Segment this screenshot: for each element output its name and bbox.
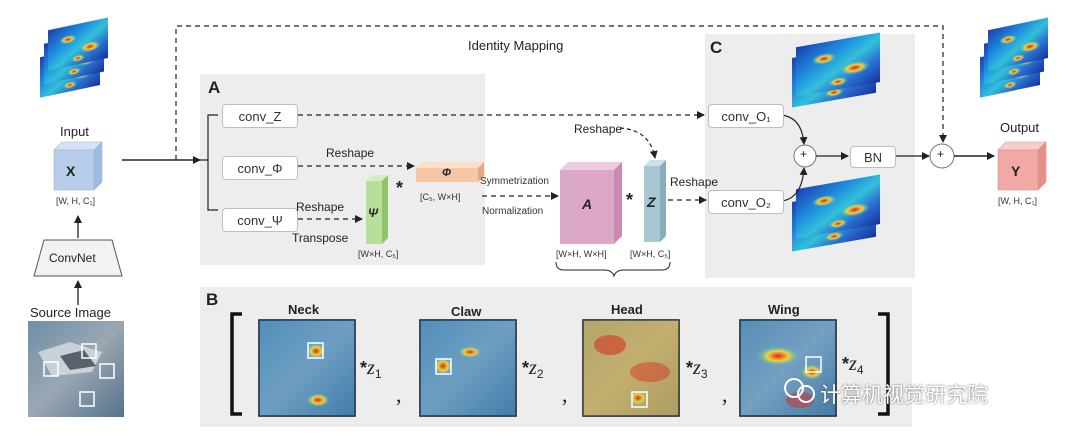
part-weight-3: *z3	[686, 357, 708, 382]
phi-block	[416, 162, 484, 182]
reshape-label-phi: Reshape	[326, 146, 375, 160]
arrow-o2-sum	[781, 167, 808, 202]
phi-dims: [C₅, W×H]	[420, 192, 461, 202]
convnet-block	[33, 239, 123, 277]
separator-2: ,	[562, 382, 568, 407]
affinity-dims: [W×H, W×H]	[556, 249, 607, 259]
multiply-symbol-1: *	[396, 178, 404, 198]
transpose-label: Transpose	[292, 231, 349, 245]
separator-1: ,	[396, 382, 402, 407]
input-tensor-symbol: X	[66, 163, 76, 179]
psi-dims: [W×H, C₅]	[358, 249, 399, 259]
left-bracket	[230, 312, 242, 416]
right-bracket	[878, 312, 890, 416]
part-name-neck: Neck	[288, 302, 320, 317]
source-image-label: Source Image	[30, 305, 111, 320]
part-name-claw: Claw	[451, 304, 482, 319]
output-dims: [W, H, C₁]	[998, 196, 1038, 206]
part-weight-2: *z2	[522, 357, 544, 382]
output-feature-maps	[980, 17, 1048, 98]
psi-symbol: Ψ	[368, 206, 378, 220]
reshape-label-z: Reshape	[574, 122, 623, 136]
part-image-wing	[739, 319, 837, 417]
output-label: Output	[1000, 120, 1040, 135]
identity-mapping-line	[175, 25, 947, 160]
separator-3: ,	[722, 382, 728, 407]
reshape-label-psi: Reshape	[296, 200, 345, 214]
source-image	[28, 321, 124, 417]
multiply-symbol-2: *	[626, 190, 634, 210]
input-feature-maps	[40, 17, 108, 98]
affinity-block	[560, 162, 622, 244]
input-label: Input	[60, 124, 89, 139]
input-dims: [W, H, C₁]	[56, 196, 96, 206]
part-name-head: Head	[611, 302, 643, 317]
part-weight-1: *z1	[360, 357, 382, 382]
conv-o1-box: conv_O₁	[708, 104, 784, 128]
arrow-o1-sum	[781, 114, 808, 145]
convnet-label: ConvNet	[49, 251, 96, 265]
part-image-claw	[419, 319, 517, 417]
sum-2-symbol: +	[937, 147, 945, 161]
output-tensor-symbol: Y	[1011, 163, 1021, 179]
conv-psi-box: conv_Ψ	[222, 208, 298, 232]
output-tensor-cube	[997, 141, 1047, 191]
branch-bracket	[200, 114, 218, 211]
section-a-label: A	[208, 78, 221, 97]
reshape-label-o2: Reshape	[670, 175, 719, 189]
input-tensor-cube	[53, 141, 103, 191]
part-weight-4: *z4	[842, 353, 864, 378]
psi-block	[366, 175, 388, 244]
wechat-logo	[784, 378, 815, 403]
conv-z-box: conv_Z	[222, 104, 298, 128]
symmetrization-label: Symmetrization	[480, 176, 549, 187]
section-c-label: C	[710, 38, 723, 57]
bn-box: BN	[850, 146, 896, 168]
conv-o2-box: conv_O₂	[708, 190, 784, 214]
normalization-label: Normalization	[482, 206, 544, 217]
conv-phi-box: conv_Φ	[222, 156, 298, 180]
sum-1-symbol: +	[800, 147, 808, 161]
part-image-neck	[258, 319, 356, 417]
part-name-wing: Wing	[768, 302, 800, 317]
section-b-label: B	[206, 290, 219, 309]
phi-symbol: Φ	[442, 167, 452, 179]
z-symbol: Z	[647, 194, 656, 210]
z-block	[644, 160, 666, 242]
watermark-text: 计算机视觉研究院	[820, 383, 988, 407]
arrow-reshape-z	[619, 127, 658, 159]
affinity-symbol: A	[582, 196, 593, 212]
shape-brace	[555, 261, 671, 278]
part-image-head	[582, 319, 680, 417]
identity-mapping-label: Identity Mapping	[468, 38, 564, 53]
z-dims: [W×H, C₅]	[630, 249, 671, 259]
